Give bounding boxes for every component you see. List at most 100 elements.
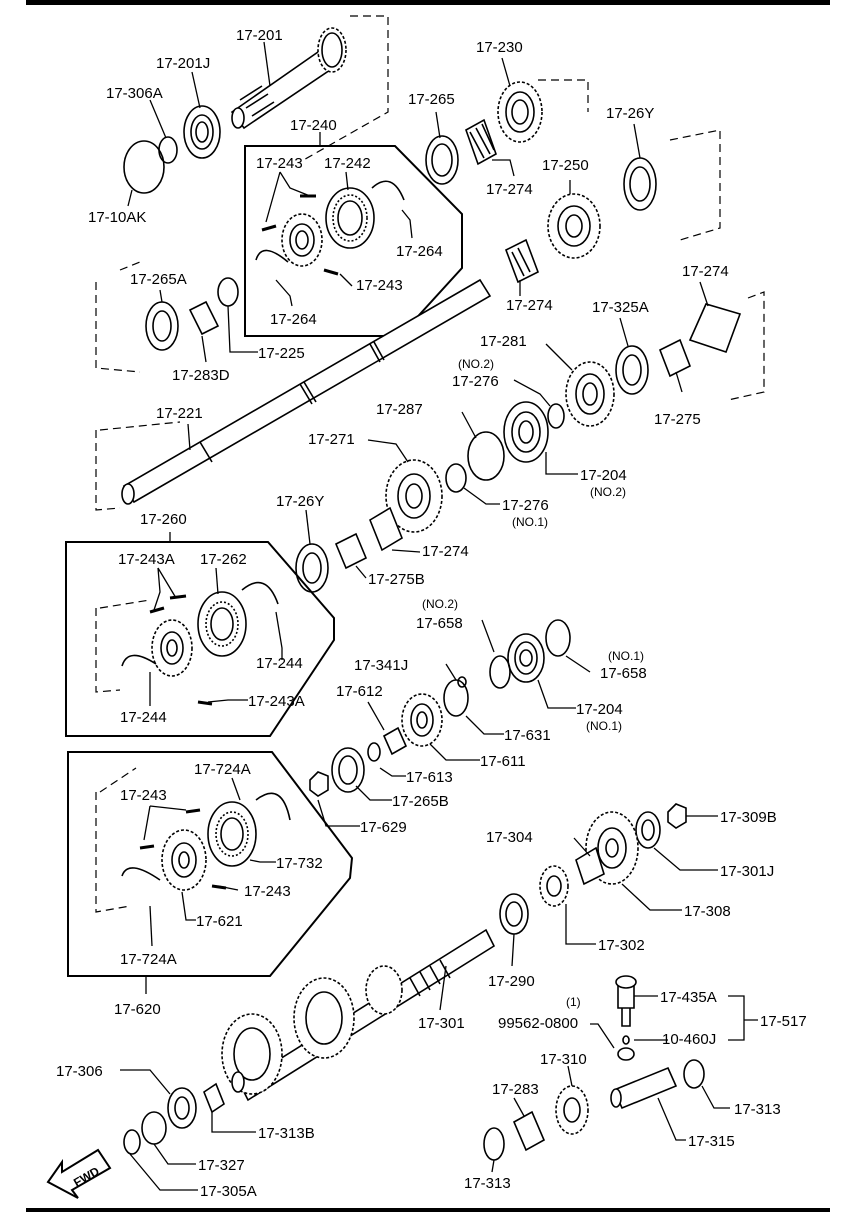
bolt-17-435a bbox=[615, 975, 637, 1027]
label-17-201j: 17-201J bbox=[156, 55, 210, 72]
nut-17-629 bbox=[309, 771, 329, 797]
main-shaft-17-221 bbox=[95, 278, 492, 511]
label-17-611: 17-611 bbox=[480, 753, 526, 770]
label-17-281: 17-281 bbox=[480, 333, 527, 350]
label-17-243-d: 17-243 bbox=[244, 883, 291, 900]
label-17-244-b: 17-244 bbox=[120, 709, 167, 726]
label-17-275b: 17-275B bbox=[368, 571, 425, 588]
label-17-243-a: 17-243 bbox=[256, 155, 303, 172]
label-17-732: 17-732 bbox=[276, 855, 323, 872]
label-17-283d: 17-283D bbox=[172, 367, 230, 384]
label-17-724a-b: 17-724A bbox=[120, 951, 177, 968]
gear-17-611 bbox=[401, 693, 443, 747]
bearing-17-283 bbox=[512, 1110, 546, 1152]
label-17-242: 17-242 bbox=[324, 155, 371, 172]
washer-99562-0800 bbox=[617, 1047, 635, 1061]
label-17-287: 17-287 bbox=[376, 401, 423, 418]
gear-17-302 bbox=[539, 865, 569, 907]
ball-17-341j bbox=[457, 676, 467, 688]
label-17-262: 17-262 bbox=[200, 551, 247, 568]
bearing-17-204-no1 bbox=[507, 633, 545, 683]
sync-17-262 bbox=[197, 591, 247, 657]
label-17-265a: 17-265A bbox=[130, 271, 187, 288]
label-17-517: 17-517 bbox=[760, 1013, 807, 1030]
spacer-17-275b bbox=[334, 532, 368, 570]
ring-17-225 bbox=[217, 277, 239, 307]
label-17-264-b: 17-264 bbox=[270, 311, 317, 328]
bottom-border bbox=[26, 1208, 830, 1212]
ring-17-658-no1 bbox=[545, 619, 571, 657]
bearing-17-201j bbox=[183, 105, 221, 159]
label-17-620: 17-620 bbox=[114, 1001, 161, 1018]
ring-17-658-no2 bbox=[489, 655, 511, 689]
label-17-265: 17-265 bbox=[408, 91, 455, 108]
label-17-631: 17-631 bbox=[504, 727, 551, 744]
label-no1-a: (NO.1) bbox=[512, 515, 548, 529]
label-qty-1: (1) bbox=[566, 995, 581, 1009]
gear-17-230 bbox=[497, 79, 589, 143]
gear-17-250 bbox=[547, 193, 601, 259]
label-17-275: 17-275 bbox=[654, 411, 701, 428]
label-17-629: 17-629 bbox=[360, 819, 407, 836]
label-17-244-a: 17-244 bbox=[256, 655, 303, 672]
label-17-301: 17-301 bbox=[418, 1015, 465, 1032]
label-17-240: 17-240 bbox=[290, 117, 337, 134]
gear-17-281 bbox=[565, 361, 615, 427]
label-17-276-no1: 17-276 bbox=[502, 497, 549, 514]
label-17-10ak: 17-10AK bbox=[88, 209, 146, 226]
label-17-658-b: 17-658 bbox=[600, 665, 647, 682]
label-17-309b: 17-309B bbox=[720, 809, 777, 826]
label-17-435a: 17-435A bbox=[660, 989, 717, 1006]
label-17-274-b: 17-274 bbox=[506, 297, 553, 314]
hub-17-240 bbox=[281, 213, 323, 267]
label-17-264-a: 17-264 bbox=[396, 243, 443, 260]
spring-17-724a-b bbox=[121, 867, 161, 881]
label-17-301j: 17-301J bbox=[720, 863, 774, 880]
label-17-315: 17-315 bbox=[688, 1133, 735, 1150]
ring-17-276-no2 bbox=[547, 403, 565, 429]
label-no2-a: (NO.2) bbox=[458, 357, 494, 371]
label-17-274-a: 17-274 bbox=[486, 181, 533, 198]
label-17-302: 17-302 bbox=[598, 937, 645, 954]
ring-17-327 bbox=[141, 1111, 167, 1145]
label-17-325a: 17-325A bbox=[592, 299, 649, 316]
label-17-221: 17-221 bbox=[156, 405, 203, 422]
label-17-201: 17-201 bbox=[236, 27, 283, 44]
label-17-290: 17-290 bbox=[488, 973, 535, 990]
spring-17-244-b bbox=[121, 654, 157, 667]
spring-17-264-b bbox=[255, 249, 289, 263]
label-17-305a: 17-305A bbox=[200, 1183, 257, 1200]
spacer-17-304 bbox=[575, 846, 605, 886]
bearing-17-612 bbox=[382, 726, 408, 756]
box-17-240 bbox=[244, 145, 463, 337]
snap-ring-17-10ak bbox=[123, 140, 165, 194]
ring-17-325a bbox=[615, 345, 649, 395]
label-17-313-a: 17-313 bbox=[734, 1101, 781, 1118]
label-17-304: 17-304 bbox=[486, 829, 533, 846]
label-17-313b: 17-313B bbox=[258, 1125, 315, 1142]
label-17-243a-a: 17-243A bbox=[118, 551, 175, 568]
ring-17-613 bbox=[367, 742, 381, 762]
spring-17-244-a bbox=[241, 581, 279, 605]
spring-17-724a-a bbox=[255, 792, 291, 821]
label-17-26y-a: 17-26Y bbox=[606, 105, 654, 122]
label-17-310: 17-310 bbox=[540, 1051, 587, 1068]
bearing-17-274-d bbox=[369, 506, 403, 552]
bearing-17-301j bbox=[635, 811, 661, 849]
fwd-arrow-icon: FWD bbox=[46, 1148, 112, 1199]
label-17-274-d: 17-274 bbox=[422, 543, 469, 560]
bearing-17-290 bbox=[499, 893, 529, 935]
ring-17-313-b bbox=[483, 1127, 505, 1161]
label-17-327: 17-327 bbox=[198, 1157, 245, 1174]
gear-17-310 bbox=[555, 1085, 589, 1135]
countershaft-17-301 bbox=[221, 928, 496, 1102]
label-17-243-c: 17-243 bbox=[120, 787, 167, 804]
label-17-658-a: 17-658 bbox=[416, 615, 463, 632]
label-17-341j: 17-341J bbox=[354, 657, 408, 674]
ring-17-265 bbox=[425, 135, 459, 185]
washer-10-460j bbox=[622, 1035, 630, 1045]
bearing-17-274-a bbox=[465, 118, 497, 166]
label-17-243a-b: 17-243A bbox=[248, 693, 305, 710]
label-17-306a: 17-306A bbox=[106, 85, 163, 102]
